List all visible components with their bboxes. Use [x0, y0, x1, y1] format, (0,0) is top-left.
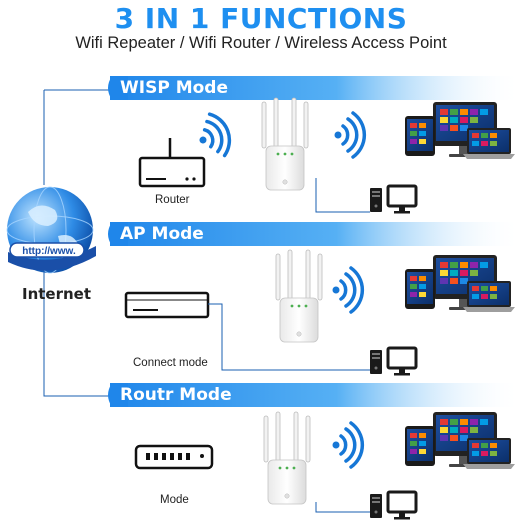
connect-mode-label: Connect mode	[133, 357, 208, 369]
wisp-mode-band	[110, 76, 522, 100]
wisp-mode-label: WISP Mode	[120, 78, 228, 98]
routr-mode-label: Routr Mode	[120, 385, 232, 405]
router-icon	[138, 138, 206, 188]
desktop-pc-icon	[368, 346, 418, 377]
switch-icon	[134, 444, 214, 470]
devices-icon	[405, 412, 515, 469]
ap-mode-label: AP Mode	[120, 224, 204, 244]
internet-connection-line	[43, 90, 110, 397]
page-subtitle: Wifi Repeater / Wifi Router / Wireless A…	[75, 34, 447, 52]
desktop-pc-icon	[368, 490, 418, 521]
globe-url-text: http://www.	[22, 246, 76, 257]
modem-icon	[124, 291, 210, 319]
devices-icon	[405, 102, 515, 159]
internet-label: Internet	[22, 285, 92, 303]
globe-icon	[6, 186, 96, 274]
page-title: 3 IN 1 FUNCTIONS	[114, 2, 408, 35]
extender-icon	[275, 249, 323, 343]
extender-icon	[261, 97, 309, 191]
ap-mode-band	[110, 222, 522, 246]
mode-label: Mode	[160, 494, 189, 506]
routr-mode-band	[110, 383, 522, 407]
router-label: Router	[155, 194, 190, 206]
devices-icon	[405, 255, 515, 312]
extender-icon	[263, 411, 311, 505]
desktop-pc-icon	[368, 184, 418, 215]
